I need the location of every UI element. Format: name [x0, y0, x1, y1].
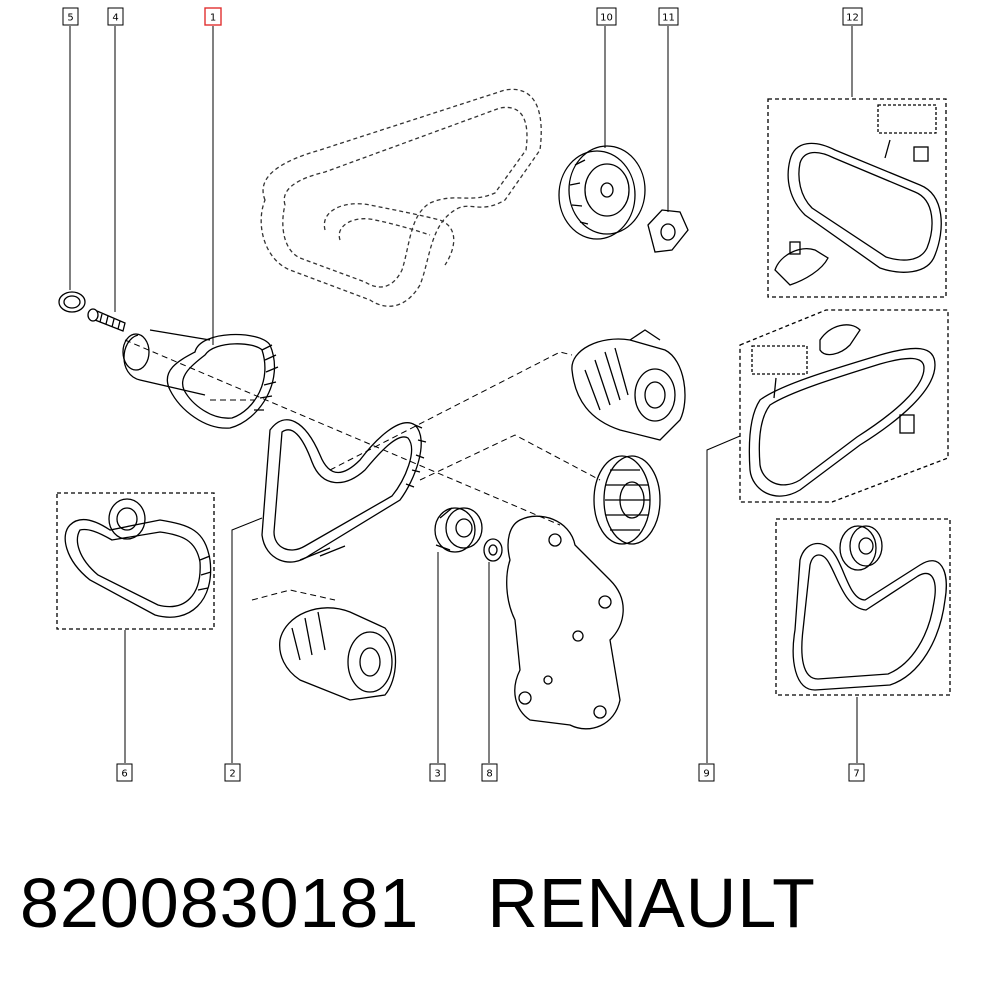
bolt-part — [87, 308, 126, 332]
callout-leaders — [69, 26, 858, 763]
callout-label-1: 1 — [210, 13, 216, 24]
belt-kit-9-part — [739, 309, 949, 503]
callout-box-8[interactable]: 8 — [481, 763, 498, 782]
callout-box-9[interactable]: 9 — [698, 763, 715, 782]
belt-2-part — [261, 419, 427, 563]
callout-box-5[interactable]: 5 — [62, 7, 79, 26]
alternator-part — [571, 329, 686, 441]
belt-1-part — [122, 329, 279, 429]
spacer-part — [483, 538, 503, 562]
callout-box-11[interactable]: 11 — [658, 7, 679, 26]
belt-kit-7-part — [775, 518, 951, 696]
callout-label-2: 2 — [229, 769, 235, 780]
callout-box-1[interactable]: 1 — [204, 7, 222, 26]
callout-label-12: 12 — [846, 13, 859, 24]
callout-label-10: 10 — [600, 13, 613, 24]
callout-box-2[interactable]: 2 — [224, 763, 241, 782]
part-number: 8200830181 — [20, 864, 420, 942]
callout-box-12[interactable]: 12 — [842, 7, 863, 26]
brand-name: RENAULT — [487, 864, 816, 942]
belt-kit-6-part — [56, 492, 215, 630]
hub-flange-part — [647, 209, 689, 253]
callout-box-3[interactable]: 3 — [429, 763, 446, 782]
callout-box-4[interactable]: 4 — [107, 7, 124, 26]
idler-pulley-part — [434, 507, 483, 553]
belt-kit-12-part — [767, 98, 947, 298]
callout-label-4: 4 — [112, 13, 118, 24]
caption: 8200830181 RENAULT — [20, 858, 816, 948]
pump-pulley-part — [558, 145, 646, 240]
ac-compressor-part — [279, 607, 397, 701]
callout-label-8: 8 — [486, 769, 492, 780]
circlip-part — [58, 291, 86, 313]
callout-label-3: 3 — [434, 769, 440, 780]
engine-belt-outline — [260, 88, 542, 307]
callout-label-7: 7 — [853, 769, 859, 780]
callout-label-5: 5 — [67, 13, 73, 24]
callout-label-6: 6 — [121, 769, 127, 780]
callout-label-11: 11 — [662, 13, 675, 24]
callout-box-10[interactable]: 10 — [596, 7, 617, 26]
callout-label-9: 9 — [703, 769, 709, 780]
callout-box-6[interactable]: 6 — [116, 763, 133, 782]
mounting-bracket-part — [506, 515, 624, 730]
crank-pulley-part — [593, 455, 661, 545]
callout-box-7[interactable]: 7 — [848, 763, 865, 782]
assembly-connector-lines — [124, 339, 601, 601]
